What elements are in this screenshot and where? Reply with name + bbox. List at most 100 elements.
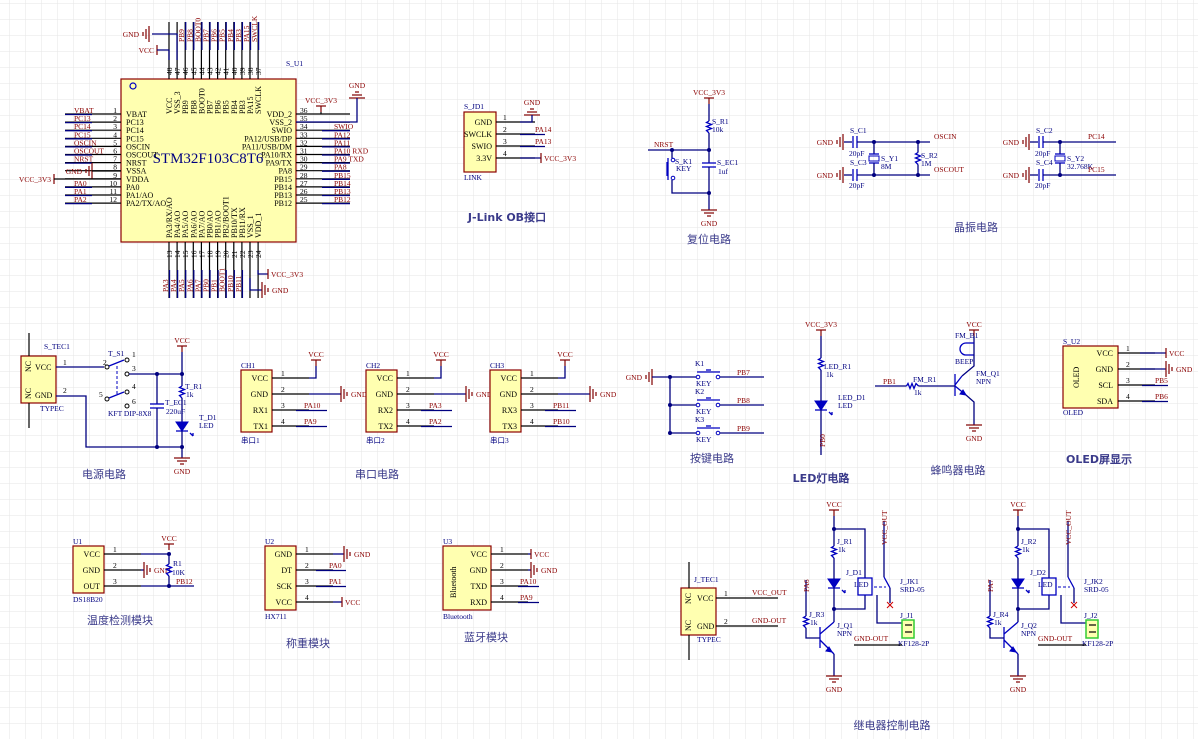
section-title: 蓝牙模块 [464, 631, 508, 644]
gnd-symbol: GND [589, 386, 617, 402]
gnd-label: GND [1003, 138, 1020, 147]
key-value: KEY [696, 407, 712, 416]
led-resistor [829, 529, 839, 575]
pin-number: 43 [206, 67, 215, 75]
resistor-value: 1k [1022, 545, 1030, 554]
switch-pin-number: 1 [132, 350, 136, 359]
temp-body[interactable] [72, 545, 105, 594]
cap-value: 20pF [1035, 181, 1050, 190]
net-label: PC15 [74, 130, 91, 139]
oled-ref: S_U2 [1063, 337, 1080, 346]
vcc-symbol: VCC [174, 336, 190, 352]
pin-number: 33 [300, 130, 308, 139]
net-label: PB3 [234, 29, 243, 42]
pin-number: 2 [503, 125, 507, 134]
switch-pin-number: 4 [132, 382, 136, 391]
pin-number: 24 [254, 250, 263, 258]
net-label: PA3 [429, 401, 442, 410]
pin-number: 29 [300, 163, 308, 172]
net-label: PB6 [210, 29, 219, 42]
pin-name: OSCOUT [126, 151, 158, 160]
pin-name: TX2 [378, 422, 393, 431]
uart-ref: CH2 [366, 361, 380, 370]
jlink-body[interactable] [463, 111, 497, 173]
relay-channel: VCCJ_R11kJ_D1LEDGNDJ_Q1NPNPA6J_R31kVCC_O… [801, 500, 929, 694]
pin-number: 2 [63, 386, 67, 395]
oled-body[interactable] [1062, 345, 1119, 409]
pin-name: VDD_2 [267, 110, 292, 119]
net-label: OSCOUT [934, 165, 964, 174]
pin-number: 2 [281, 385, 285, 394]
module-footprint: Bluetooth [443, 612, 473, 621]
pin-name: GND [275, 550, 293, 559]
pin-name: GND [470, 566, 488, 575]
vcc-label: VCC [345, 598, 360, 607]
uart-body[interactable] [240, 369, 273, 433]
buzzer-body [959, 342, 967, 356]
crystal-block: GNDGNDS_C120pFS_C320pFS_Y18MS_R21MOSCINO… [817, 126, 965, 190]
net-label: PA10 [520, 577, 537, 586]
pin-name: PA6/AO [189, 211, 198, 238]
vcc-symbol: VCC_3V3 [267, 269, 303, 279]
pin-number: 34 [300, 122, 308, 131]
pin-number: 2 [724, 617, 728, 626]
switch-contact [104, 396, 110, 402]
buzzer-value: BEEP [955, 357, 973, 366]
pin-number: 40 [230, 67, 239, 75]
pin-name: BOOT0 [197, 88, 206, 114]
wire [819, 621, 835, 635]
uart-body[interactable] [489, 369, 522, 433]
terminal-ref: J_J1 [900, 611, 914, 620]
key-ref: S_K1 [675, 157, 692, 166]
wire [558, 366, 566, 379]
junction-dot [668, 431, 672, 435]
resistor-body [829, 545, 839, 559]
pin-name: VCC [276, 598, 292, 607]
pin-name: VCC [471, 550, 487, 559]
terminal-block[interactable] [1085, 619, 1099, 639]
pin-name: SWIO [472, 142, 493, 151]
pin-name: PB2/BOOT1 [222, 196, 231, 238]
pin-name: VCC [84, 550, 100, 559]
pin-name: TXD [471, 582, 488, 591]
resistor-ref: LED_R1 [824, 362, 851, 371]
pin-number: 4 [406, 417, 410, 426]
gnd-label: GND [1010, 685, 1027, 694]
pin-name: GND [1096, 365, 1114, 374]
oled-body-label: OLED [1072, 366, 1081, 388]
gnd-symbol: GND [1010, 675, 1027, 694]
bluetooth-body[interactable] [442, 545, 492, 611]
mcu-body[interactable] [120, 78, 297, 243]
typec-body[interactable] [680, 587, 717, 636]
junction-dot [707, 191, 711, 195]
net-label: GND-OUT [752, 616, 787, 625]
key-contact [715, 402, 721, 408]
net-label: PA11 [334, 138, 350, 147]
weight-body[interactable] [264, 545, 297, 611]
typec-body[interactable] [20, 355, 57, 404]
gnd-label: GND [1003, 171, 1020, 180]
wire [886, 601, 894, 609]
uart-body[interactable] [365, 369, 398, 433]
resistor-body [177, 385, 187, 399]
pin-name: VCC [252, 374, 268, 383]
gnd-label: GND [476, 390, 493, 399]
junction-dot [155, 445, 159, 449]
mcu-designator: S_U1 [286, 59, 303, 68]
pin-name: SCL [1098, 381, 1113, 390]
wire [152, 33, 178, 60]
resistor-body [816, 357, 826, 371]
terminal-value: KF128-2P [1082, 639, 1113, 648]
gnd-label: GND [524, 98, 541, 107]
terminal-block[interactable] [901, 619, 915, 639]
pin-name: PB11/RX [238, 207, 247, 238]
net-label: PB11 [234, 275, 243, 292]
vcc-symbol: VCC [433, 350, 449, 366]
